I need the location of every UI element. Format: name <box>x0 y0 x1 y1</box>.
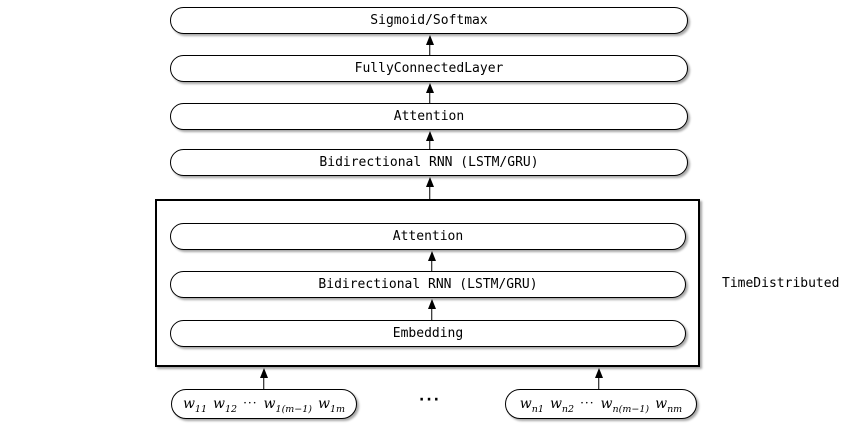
arrow-up-icon <box>424 35 435 55</box>
arrow-up-icon <box>426 299 437 320</box>
time-distributed-box: Attention Bidirectional RNN (LSTM/GRU) E… <box>155 199 700 367</box>
math-token: ··· <box>243 395 257 414</box>
layer-box-attention: Attention <box>170 103 688 130</box>
token-base: w <box>519 396 532 413</box>
token-base: w <box>318 396 330 413</box>
token-subscript: 12 <box>225 404 238 416</box>
layer-label: Sigmoid/Softmax <box>370 13 488 28</box>
token-subscript: nm <box>667 404 683 416</box>
ellipsis-dots: ··· <box>243 395 258 410</box>
arrow-shaft <box>428 91 431 103</box>
token-base: w <box>600 396 613 413</box>
arrowhead <box>259 368 268 378</box>
math-token: wn(m−1) <box>601 393 650 415</box>
layer-box-fully-connected: FullyConnectedLayer <box>170 55 688 82</box>
token-subscript: n2 <box>561 404 575 416</box>
arrow-shaft <box>428 43 431 55</box>
token-subscript: n(m−1) <box>612 404 650 416</box>
arrowhead <box>425 83 434 93</box>
arrowhead <box>425 35 434 45</box>
token-subscript: n1 <box>531 404 544 416</box>
arrow-up-icon <box>424 177 435 199</box>
math-token: w1m <box>318 393 345 415</box>
ellipsis-text: ··· <box>419 392 441 408</box>
input-tokens-right: wn1 wn2 ··· wn(m−1) wnm <box>505 389 697 419</box>
math-token: w11 <box>183 393 207 415</box>
math-token: ··· <box>580 395 594 414</box>
token-base: w <box>213 396 225 413</box>
arrow-shaft <box>430 307 433 320</box>
layer-label: Bidirectional RNN (LSTM/GRU) <box>319 155 539 170</box>
token-subscript: 1(m−1) <box>275 404 313 416</box>
layer-box-sigmoid-softmax: Sigmoid/Softmax <box>170 7 688 34</box>
arrowhead <box>594 368 603 378</box>
arrow-shaft <box>428 139 431 149</box>
arrow-up-icon <box>593 368 604 389</box>
layer-label: Attention <box>392 229 464 244</box>
arrow-shaft <box>597 376 600 389</box>
layer-box-td-attention: Attention <box>170 223 686 250</box>
token-base: w <box>655 396 668 413</box>
layer-label: Bidirectional RNN (LSTM/GRU) <box>318 277 538 292</box>
arrow-up-icon <box>258 368 269 389</box>
layer-box-td-embedding: Embedding <box>170 320 686 347</box>
math-token: wnm <box>655 393 682 415</box>
layer-label: Embedding <box>392 326 464 341</box>
math-token: w1(m−1) <box>264 393 312 415</box>
token-base: w <box>182 396 195 413</box>
token-subscript: 11 <box>194 404 208 416</box>
layer-box-td-bidirectional-rnn: Bidirectional RNN (LSTM/GRU) <box>170 271 686 298</box>
layer-label: FullyConnectedLayer <box>354 61 504 76</box>
math-token: w12 <box>213 393 237 415</box>
arrowhead <box>427 251 436 261</box>
arrowhead <box>427 299 436 309</box>
token-subscript: 1m <box>330 404 346 416</box>
arrowhead <box>425 177 434 187</box>
arrow-shaft <box>262 376 265 389</box>
arrow-up-icon <box>424 83 435 103</box>
ellipsis-dots: ··· <box>580 395 595 410</box>
token-base: w <box>263 396 276 413</box>
layer-label: Attention <box>393 109 465 124</box>
arrow-shaft <box>428 185 431 199</box>
input-tokens-left: w11 w12 ··· w1(m−1) w1m <box>171 389 357 419</box>
arrow-up-icon <box>424 131 435 149</box>
arrowhead <box>425 131 434 141</box>
time-distributed-label: TimeDistributed <box>722 276 840 291</box>
arrow-up-icon <box>426 251 437 271</box>
token-base: w <box>549 396 562 413</box>
math-token: wn2 <box>550 393 574 415</box>
arrow-shaft <box>430 259 433 271</box>
layer-box-bidirectional-rnn: Bidirectional RNN (LSTM/GRU) <box>170 149 688 176</box>
math-token: wn1 <box>520 393 544 415</box>
